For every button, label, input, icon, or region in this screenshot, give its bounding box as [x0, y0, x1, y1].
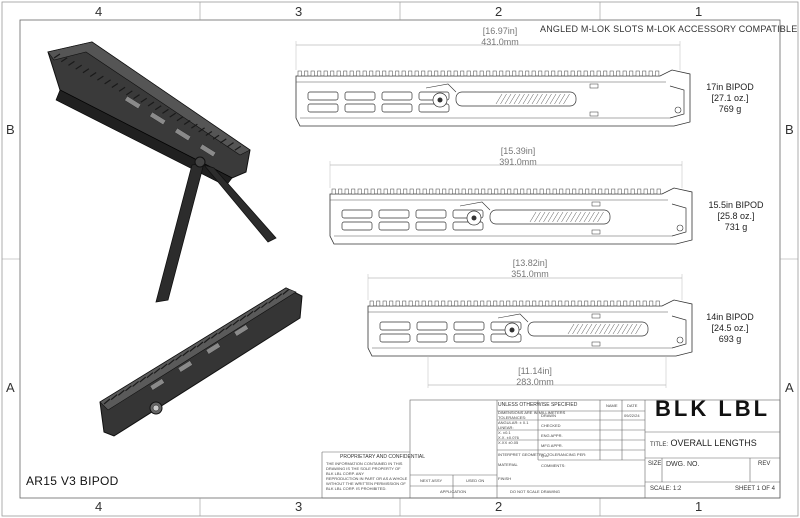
- tb-note-5: X. ±0.1: [498, 430, 511, 435]
- tb-date: 09/22/24: [624, 413, 640, 418]
- part-name: AR15 V3 BIPOD: [26, 474, 119, 488]
- side-view-3: [367, 274, 693, 357]
- tb-dwg-label: DWG. NO.: [666, 461, 700, 468]
- tb-note-6: X.X. ±0.076: [498, 435, 519, 440]
- tb-note-3: ANGULAR: ± 0.1: [498, 420, 529, 425]
- tb-qa: Q.A.: [541, 453, 550, 458]
- side-view-1: [295, 41, 691, 127]
- zone-bottom-2: 2: [495, 499, 503, 514]
- label-17: 17in BIPOD [27.1 oz.] 769 g: [700, 82, 760, 115]
- label-155: 15.5in BIPOD [25.8 oz.] 731 g: [703, 200, 769, 233]
- company-logo: BLK LBL: [655, 396, 771, 421]
- label-155-oz: [25.8 oz.]: [717, 211, 755, 221]
- zone-top-2: 2: [495, 4, 503, 19]
- tb-prop-line-5: WITHOUT THE WRITTEN PERMISSION OF: [326, 481, 406, 486]
- header-note: ANGLED M-LOK SLOTS M-LOK ACCESSORY COMPA…: [540, 24, 798, 34]
- dim-155-mm: 391.0mm: [499, 157, 537, 167]
- dim-14-in: [13.82in]: [512, 258, 548, 268]
- side-views: [295, 41, 693, 388]
- tb-proprietary-text: THE INFORMATION CONTAINED IN THIS DRAWIN…: [326, 461, 407, 491]
- drawing-title: TITLE: OVERALL LENGTHS: [650, 438, 757, 448]
- zone-bottom-1: 1: [695, 499, 703, 514]
- tb-date-label: DATE: [627, 403, 638, 408]
- side-view-2: [329, 161, 693, 245]
- zone-bottom-3: 3: [295, 499, 303, 514]
- tb-prop-line-6: BLK LBL CORP. IS PROHIBITED.: [326, 486, 387, 491]
- tb-do-not-scale: DO NOT SCALE DRAWING: [510, 489, 561, 494]
- tb-scale: SCALE: 1:2: [650, 486, 682, 492]
- sub-dimension: [427, 356, 667, 388]
- tb-proprietary-title: PROPRIETARY AND CONFIDENTIAL: [340, 454, 426, 460]
- tb-prop-line-1: THE INFORMATION CONTAINED IN THIS: [326, 461, 403, 466]
- tb-note-2: TOLERANCES:: [498, 415, 527, 420]
- zone-left-b: B: [6, 122, 15, 137]
- zone-top-4: 4: [95, 4, 103, 19]
- tb-finish: FINISH: [498, 476, 512, 481]
- label-14-oz: [24.5 oz.]: [711, 323, 749, 333]
- tb-drawn: DRAWN: [541, 413, 556, 418]
- zone-right-a: A: [785, 380, 794, 395]
- label-14-g: 693 g: [718, 334, 742, 344]
- tb-eng-appr: ENG APPR.: [541, 433, 563, 438]
- tb-prop-line-4: REPRODUCTION IN PART OR AS A WHOLE: [326, 476, 408, 481]
- label-17-name: 17in BIPOD: [706, 82, 754, 92]
- tb-interpret: INTERPRET GEOMETRIC TOLERANCING PER:: [498, 452, 587, 457]
- tb-note-7: X.XX ±0.05: [498, 440, 519, 445]
- label-17-g: 769 g: [718, 104, 742, 114]
- dim-17-mm: 431.0mm: [481, 37, 519, 47]
- tb-name-label: NAME: [606, 403, 618, 408]
- label-14: 14in BIPOD [24.5 oz.] 693 g: [700, 312, 760, 345]
- tb-mfg-appr: MFG APPR.: [541, 443, 563, 448]
- tb-unless: UNLESS OTHERWISE SPECIFIED: [498, 402, 578, 408]
- title-label: TITLE:: [650, 442, 669, 448]
- title-value: OVERALL LENGTHS: [670, 438, 757, 448]
- tb-material: MATERIAL: [498, 462, 518, 467]
- zone-bottom-4: 4: [95, 499, 103, 514]
- iso-view-bipod: [47, 41, 277, 303]
- tb-note-4: LINEAR:: [498, 425, 514, 430]
- tb-used-on: USED ON: [466, 478, 485, 483]
- zone-top-3: 3: [295, 4, 303, 19]
- tb-rev-label: REV: [758, 461, 771, 467]
- dim-155-in: [15.39in]: [500, 146, 536, 156]
- tb-application: APPLICATION: [440, 489, 467, 494]
- tb-prop-line-3: BLK LBL CORP. ANY: [326, 471, 365, 476]
- tb-checked: CHECKED: [541, 423, 561, 428]
- zone-right-b: B: [785, 122, 794, 137]
- dim-sub-in: [11.14in]: [518, 366, 552, 376]
- tb-note-1: DIMENSIONS ARE IN MILLIMETERS: [498, 410, 566, 415]
- label-17-oz: [27.1 oz.]: [711, 93, 749, 103]
- label-155-name: 15.5in BIPOD: [708, 200, 764, 210]
- dim-14-mm: 351.0mm: [511, 269, 549, 279]
- tb-tolerance-notes: DIMENSIONS ARE IN MILLIMETERS TOLERANCES…: [498, 410, 565, 445]
- tb-next-assy: NEXT ASSY: [420, 478, 443, 483]
- zone-top-1: 1: [695, 4, 703, 19]
- tb-comments: COMMENTS:: [541, 463, 566, 468]
- label-155-g: 731 g: [724, 222, 748, 232]
- label-14-name: 14in BIPOD: [706, 312, 754, 322]
- iso-view-handguard: [99, 287, 303, 437]
- dim-sub-mm: 283.0mm: [516, 377, 554, 387]
- tb-prop-line-2: DRAWING IS THE SOLE PROPERTY OF: [326, 466, 401, 471]
- dim-17-in: [16.97in]: [482, 26, 518, 36]
- tb-sheet: SHEET 1 OF 4: [735, 486, 775, 492]
- tb-size-label: SIZE: [648, 461, 662, 467]
- zone-left-a: A: [6, 380, 15, 395]
